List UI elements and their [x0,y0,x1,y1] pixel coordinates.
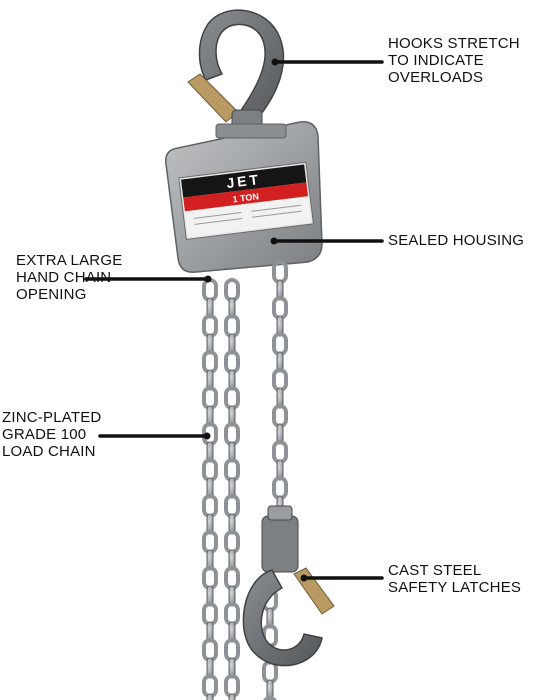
chain-link [202,566,218,590]
callout-line: OVERLOADS [388,69,484,86]
callout-hooks-stretch: HOOKS STRETCH TO INDICATE OVERLOADS [388,35,520,86]
callout-line: HAND CHAIN [16,269,112,286]
chains-group [202,260,288,700]
chain-link [263,696,277,700]
chain-link [224,314,240,338]
capacity-label: 1 TON [232,191,259,204]
chain-link [224,602,240,626]
chain-link [224,494,240,518]
chain-link [272,332,288,356]
chain-link [224,638,240,662]
callout-line: TO INDICATE [388,52,484,69]
chain-link [224,458,240,482]
callout-load-chain: ZINC-PLATED GRADE 100 LOAD CHAIN [2,409,101,460]
chain-link [206,693,214,700]
chain-link [224,278,240,302]
chain-link [202,350,218,374]
chain-link [202,386,218,410]
chain-link [272,476,288,500]
chain-link [224,350,240,374]
callout-lines [84,60,384,580]
chain-link [202,530,218,554]
chain-link [202,674,218,698]
callout-line: SAFETY LATCHES [388,579,522,596]
chain-link [228,693,236,700]
product-label-plate: JET 1 TON [178,161,314,240]
chain-link [224,530,240,554]
callout-line: CAST STEEL [388,562,482,579]
callout-line: ZINC-PLATED [2,409,102,426]
chain-link [202,638,218,662]
callout-line: SEALED HOUSING [388,232,525,249]
bottom-hook [242,505,335,667]
chain-link [224,566,240,590]
brand-label: JET [225,171,261,191]
top-hook [187,9,285,133]
chain-link [224,674,240,698]
chain-link [202,602,218,626]
hoist-housing: JET 1 TON [165,121,323,273]
chain-link [202,278,218,302]
callout-line: OPENING [16,286,87,303]
chain-link [272,368,288,392]
callout-sealed-housing: SEALED HOUSING [388,232,524,249]
chain-link [202,494,218,518]
callout-dots [203,58,308,582]
callout-line: EXTRA LARGE [16,252,123,269]
callout-safety-latches: CAST STEEL SAFETY LATCHES [388,562,521,596]
chain-link [202,458,218,482]
callout-line: LOAD CHAIN [2,443,96,460]
callout-line: HOOKS STRETCH [388,35,520,52]
chain-link [202,314,218,338]
chain-link [272,440,288,464]
callout-line: GRADE 100 [2,426,87,443]
chain-link [224,422,240,446]
callout-hand-chain-opening: EXTRA LARGE HAND CHAIN OPENING [16,252,122,303]
chain-link [266,679,274,700]
chain-link [272,404,288,428]
chain-link [224,386,240,410]
chain-link [272,296,288,320]
